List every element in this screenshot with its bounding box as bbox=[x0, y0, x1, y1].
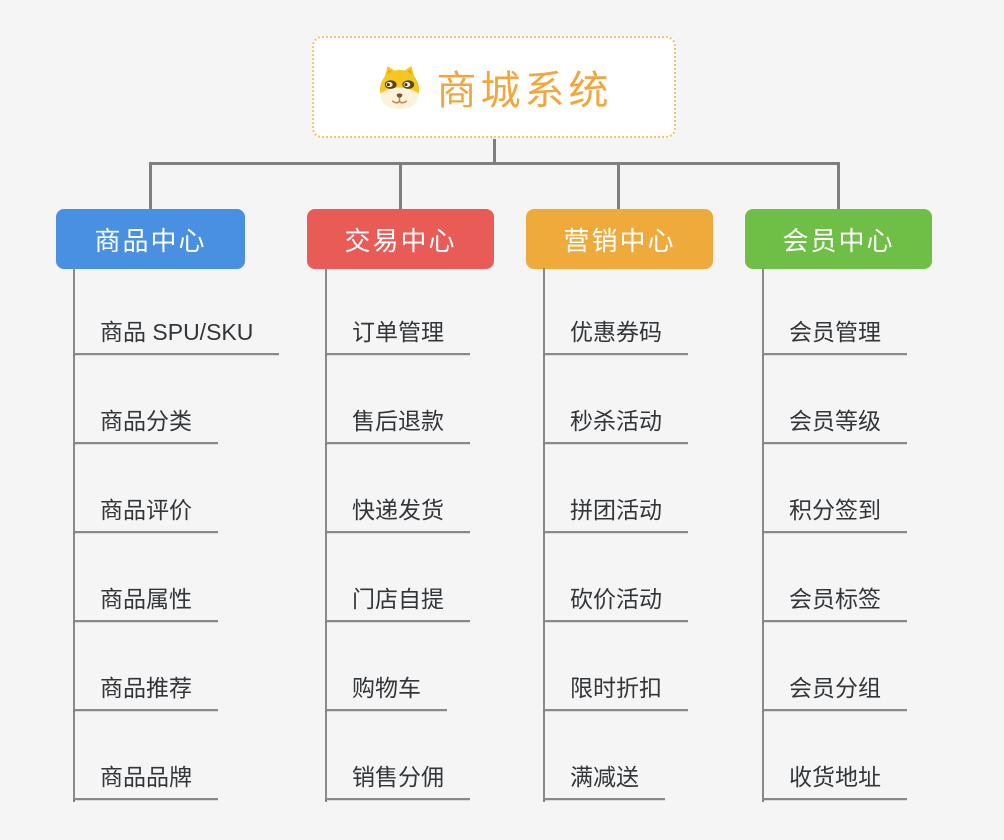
branch-children-marketing: 优惠券码 秒杀活动 拼团活动 砍价活动 限时折扣 满减送 bbox=[543, 266, 783, 800]
mindmap-node[interactable]: 售后退款 bbox=[325, 402, 470, 444]
branch-children-products: 商品 SPU/SKU 商品分类 商品评价 商品属性 商品推荐 商品品牌 bbox=[73, 266, 313, 800]
mindmap-node[interactable]: 会员标签 bbox=[762, 580, 907, 622]
mindmap-node[interactable]: 商品评价 bbox=[73, 491, 218, 533]
branch-node-members[interactable]: 会员中心 bbox=[745, 209, 932, 269]
mindmap-node[interactable]: 优惠券码 bbox=[543, 313, 688, 355]
connector-drop bbox=[399, 162, 402, 210]
mindmap-node[interactable]: 限时折扣 bbox=[543, 669, 688, 711]
branch-node-marketing[interactable]: 营销中心 bbox=[526, 209, 713, 269]
mindmap-node[interactable]: 拼团活动 bbox=[543, 491, 688, 533]
root-title: 商城系统 bbox=[436, 69, 613, 113]
connector-drop bbox=[617, 162, 620, 210]
mindmap-node[interactable]: 订单管理 bbox=[325, 313, 470, 355]
mindmap-node[interactable]: 购物车 bbox=[325, 669, 447, 711]
connector-root-stub bbox=[493, 139, 496, 163]
mindmap-node[interactable]: 会员分组 bbox=[762, 669, 907, 711]
connector-trunk bbox=[73, 268, 75, 802]
connector-drop bbox=[149, 162, 152, 210]
mindmap-node[interactable]: 商品属性 bbox=[73, 580, 218, 622]
connector-trunk bbox=[325, 268, 327, 802]
mindmap-node[interactable]: 会员管理 bbox=[762, 313, 907, 355]
mindmap-node[interactable]: 满减送 bbox=[543, 758, 665, 800]
mindmap-node[interactable]: 收货地址 bbox=[762, 758, 907, 800]
mindmap-node[interactable]: 销售分佣 bbox=[325, 758, 470, 800]
dog-face-icon bbox=[379, 65, 419, 109]
mindmap-node[interactable]: 门店自提 bbox=[325, 580, 470, 622]
mindmap-node[interactable]: 秒杀活动 bbox=[543, 402, 688, 444]
branch-node-products[interactable]: 商品中心 bbox=[56, 209, 245, 269]
mindmap-node[interactable]: 快递发货 bbox=[325, 491, 470, 533]
branch-node-trade[interactable]: 交易中心 bbox=[307, 209, 494, 269]
mindmap-node[interactable]: 会员等级 bbox=[762, 402, 907, 444]
branch-children-members: 会员管理 会员等级 积分签到 会员标签 会员分组 收货地址 bbox=[762, 266, 1002, 800]
connector-trunk bbox=[543, 268, 545, 802]
connector-drop bbox=[837, 162, 840, 210]
mindmap-node[interactable]: 商品分类 bbox=[73, 402, 218, 444]
connector-bus bbox=[149, 162, 840, 165]
mindmap-node[interactable]: 商品品牌 bbox=[73, 758, 218, 800]
branch-children-trade: 订单管理 售后退款 快递发货 门店自提 购物车 销售分佣 bbox=[325, 266, 565, 800]
mindmap-node[interactable]: 商品 SPU/SKU bbox=[73, 313, 280, 355]
root-node[interactable]: 商城系统 bbox=[312, 36, 676, 138]
mindmap-node[interactable]: 砍价活动 bbox=[543, 580, 688, 622]
mindmap-node[interactable]: 商品推荐 bbox=[73, 669, 218, 711]
connector-trunk bbox=[762, 268, 764, 802]
mindmap-node[interactable]: 积分签到 bbox=[762, 491, 907, 533]
